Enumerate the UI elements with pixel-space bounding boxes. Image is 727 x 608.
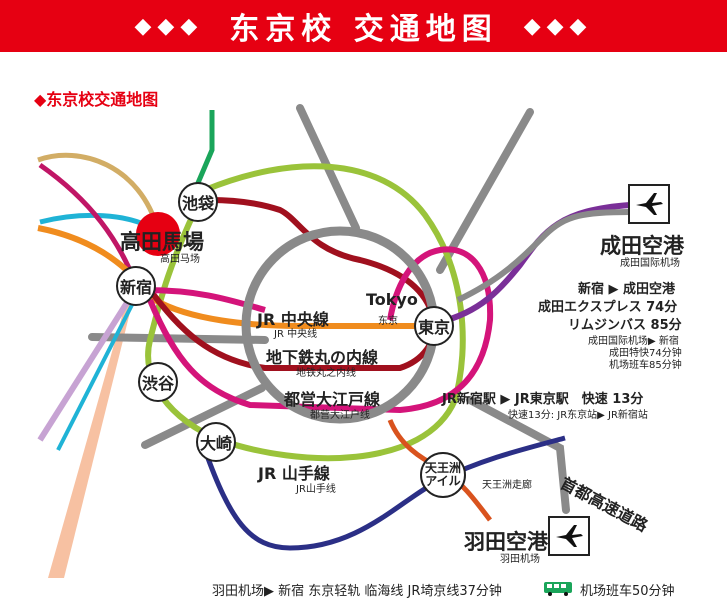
marunouchi-line bbox=[147, 197, 439, 371]
banner-decor-right: ◆◆◆ bbox=[523, 13, 593, 39]
line-yamanote: JR 山手線 bbox=[258, 464, 330, 483]
line-chuo: JR 中央線 bbox=[257, 310, 329, 329]
cyan-line-2 bbox=[56, 294, 139, 451]
haneda-name: 羽田空港 bbox=[464, 530, 548, 554]
plane-icon-narita bbox=[628, 184, 670, 224]
footer-bus: 机场班车50分钟 bbox=[580, 584, 675, 599]
line-chuo-cn: JR 中央线 bbox=[274, 329, 318, 340]
line-marunouchi: 地下鉄丸の内線 bbox=[266, 348, 379, 367]
station-shinjuku[interactable]: 新宿 bbox=[116, 266, 156, 306]
yamanote-line bbox=[145, 163, 466, 462]
narita-name-cn: 成田国际机场 bbox=[620, 258, 680, 269]
line-marunouchi-cn: 地铁丸之内线 bbox=[296, 368, 356, 379]
green-line bbox=[192, 110, 215, 191]
station-tokyo-cn: 东京 bbox=[378, 316, 398, 327]
station-takadanobaba-cn: 高田马场 bbox=[160, 254, 200, 265]
footer: 羽田机场▶ 新宿 东京轻轨 临海线 JR埼京线37分钟 机场班车50分钟 bbox=[0, 578, 727, 600]
plane-icon-haneda bbox=[548, 516, 590, 556]
route-map bbox=[37, 104, 631, 578]
narita-limousine: リムジンバス 85分 bbox=[568, 318, 682, 333]
narita-cn-2: 成田特快74分钟 bbox=[609, 348, 682, 359]
takadanobaba-dot bbox=[136, 212, 180, 256]
line-oedo-cn: 都营大江户线 bbox=[310, 410, 370, 421]
line-oedo: 都営大江戸線 bbox=[284, 390, 381, 409]
station-shibuya[interactable]: 渋谷 bbox=[138, 362, 178, 402]
title-banner: ◆◆◆ 东京校 交通地图 ◆◆◆ bbox=[0, 0, 727, 52]
lavender-line bbox=[37, 288, 138, 442]
navy-line bbox=[202, 435, 566, 551]
subtitle: ◆东京校交通地图 bbox=[34, 90, 159, 109]
narita-express: 成田エクスプレス 74分 bbox=[538, 300, 678, 315]
jr-transfer-route: JR新宿駅 ▶ JR東京駅 快速 13分 bbox=[442, 392, 644, 407]
station-tennozu[interactable]: 天王洲 アイル bbox=[420, 452, 466, 498]
station-ikebukuro[interactable]: 池袋 bbox=[178, 182, 218, 222]
narita-name: 成田空港 bbox=[600, 234, 684, 258]
road-narita bbox=[456, 209, 631, 303]
station-osaki[interactable]: 大崎 bbox=[196, 422, 236, 462]
bus-icon bbox=[543, 581, 573, 596]
station-takadanobaba[interactable]: 高田馬場 bbox=[120, 230, 204, 254]
oedo-line bbox=[144, 246, 494, 414]
footer-route: 羽田机场▶ 新宿 东京轻轨 临海线 JR埼京线37分钟 bbox=[212, 584, 502, 599]
station-tokyo[interactable]: 東京 bbox=[414, 306, 454, 346]
jr-transfer-cn: 快速13分: JR东京站▶ JR新宿站 bbox=[508, 410, 648, 421]
tan-line bbox=[37, 152, 161, 231]
narita-route: 新宿 ▶ 成田空港 bbox=[578, 282, 676, 297]
station-tokyo-en: Tokyo bbox=[366, 290, 418, 309]
line-yamanote-cn: JR山手线 bbox=[296, 484, 336, 495]
banner-decor-left: ◆◆◆ bbox=[134, 13, 204, 39]
narita-cn-1: 成田国际机场▶ 新宿 bbox=[588, 336, 679, 347]
station-tennozu-cn: 天王洲走廊 bbox=[482, 480, 532, 491]
page-title: 东京校 交通地图 bbox=[229, 12, 498, 47]
narita-cn-3: 机场班车85分钟 bbox=[609, 360, 682, 371]
haneda-name-cn: 羽田机场 bbox=[500, 554, 540, 565]
peach-wedge bbox=[48, 288, 135, 578]
